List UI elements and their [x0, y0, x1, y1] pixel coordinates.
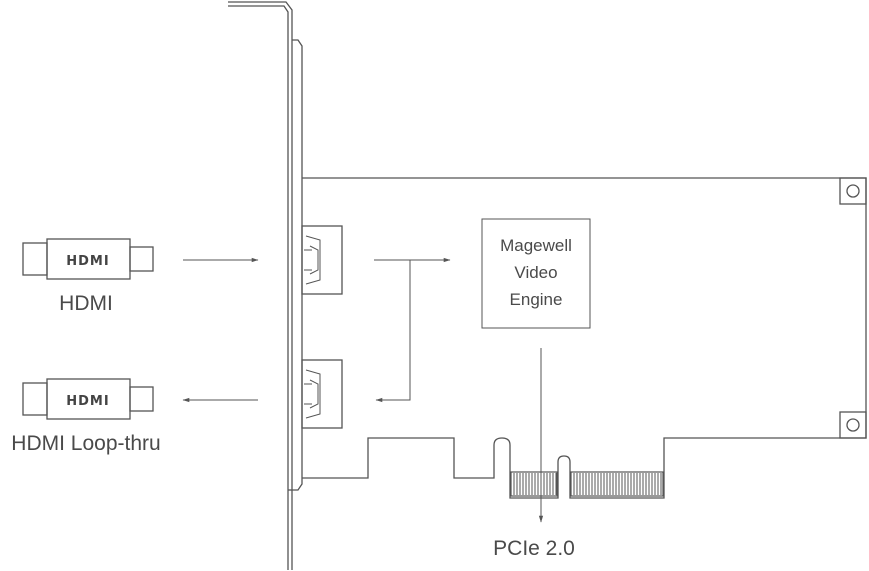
- engine-line-2: Video: [514, 263, 557, 282]
- hdmi-input-connector: HDMI: [22, 238, 154, 280]
- hdmi-loopthru-connector: HDMI: [22, 378, 154, 420]
- pci-bracket: [228, 1, 303, 570]
- arrow-loop-path: [375, 260, 411, 403]
- pcb-board: [302, 177, 867, 499]
- pcie-fingers: [510, 471, 664, 497]
- hdmi-input-label: HDMI: [59, 292, 113, 315]
- hdmi-port-bottom: [301, 359, 343, 429]
- hdmi-loopthru-label: HDMI Loop-thru: [11, 432, 160, 455]
- engine-line-3: Engine: [510, 290, 563, 309]
- video-engine-block: Magewell Video Engine: [481, 218, 591, 329]
- mount-hole-bottom: [839, 411, 867, 439]
- hdmi-logo-input: HDMI: [66, 254, 109, 269]
- hdmi-logo-loopthru: HDMI: [66, 394, 109, 409]
- mount-hole-top: [839, 177, 867, 205]
- engine-line-1: Magewell: [500, 236, 572, 255]
- pcie-label: PCIe 2.0: [493, 537, 575, 560]
- hdmi-port-top: [301, 225, 343, 295]
